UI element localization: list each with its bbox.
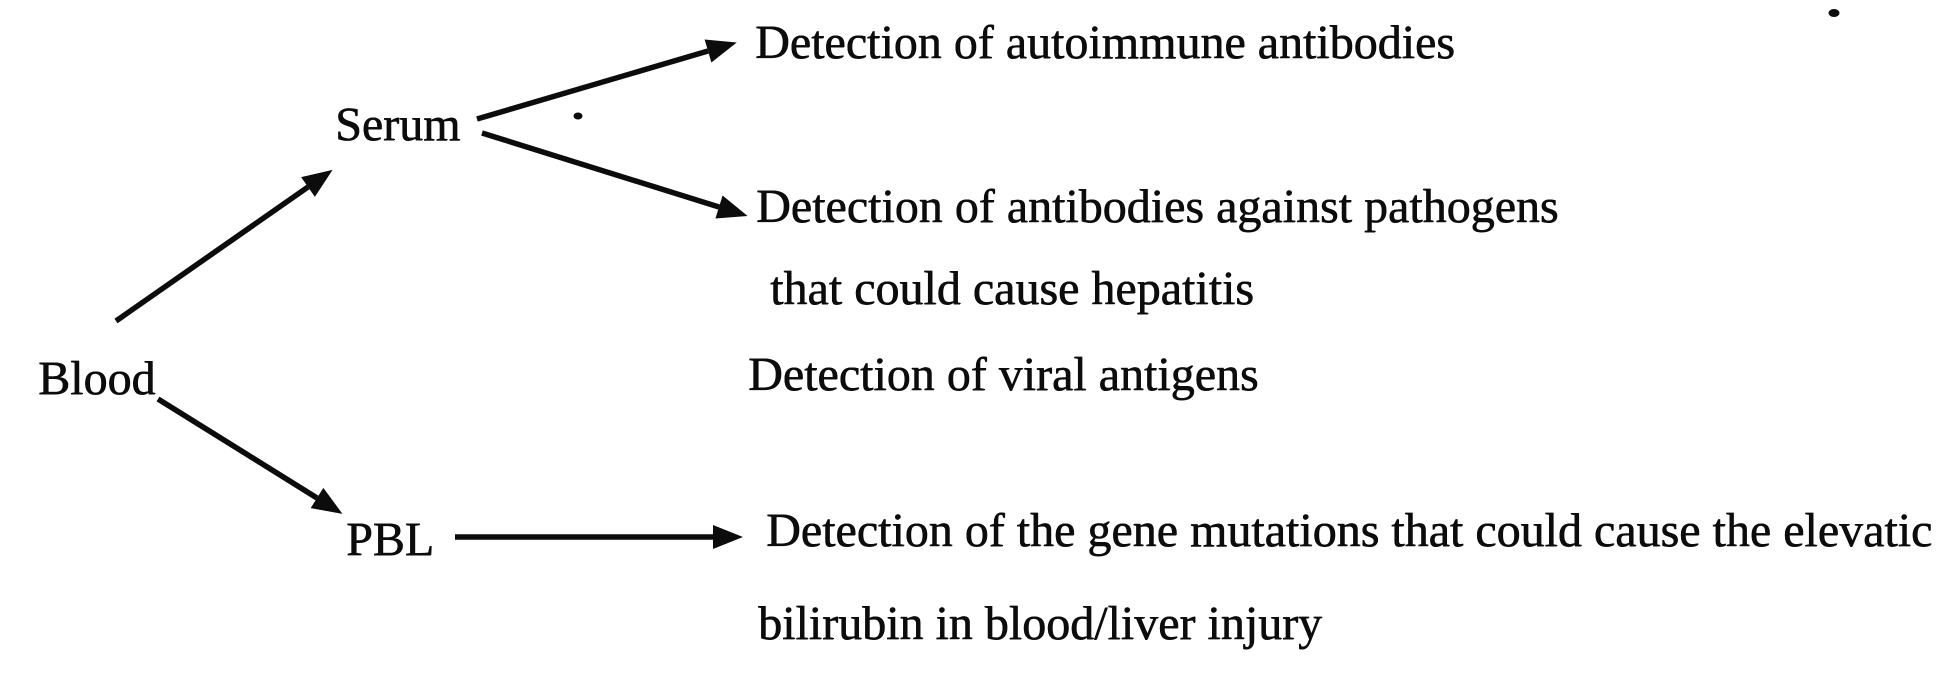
ink-speck-near-serum <box>573 112 583 120</box>
node-pbl: PBL <box>346 513 435 566</box>
outcome-pathogens-line1: Detection of antibodies against pathogen… <box>756 180 1559 233</box>
arrow-serum-to-pathogens <box>481 130 748 219</box>
outcome-autoimmune-antibodies: Detection of autoimmune antibodies <box>755 16 1455 69</box>
arrow-blood-to-serum <box>114 169 333 324</box>
node-serum: Serum <box>335 98 461 151</box>
arrow-serum-to-autoimmune <box>476 39 737 122</box>
outcome-gene-mutations-line2: bilirubin in blood/liver injury <box>758 597 1322 650</box>
node-blood: Blood <box>38 352 156 405</box>
outcome-viral-antigens: Detection of viral antigens <box>748 348 1259 401</box>
arrow-blood-to-pbl <box>156 396 343 514</box>
outcome-pathogens-line2: that could cause hepatitis <box>770 262 1254 315</box>
outcome-gene-mutations-line1: Detection of the gene mutations that cou… <box>766 504 1933 557</box>
ink-speck-top-right <box>1828 9 1840 17</box>
